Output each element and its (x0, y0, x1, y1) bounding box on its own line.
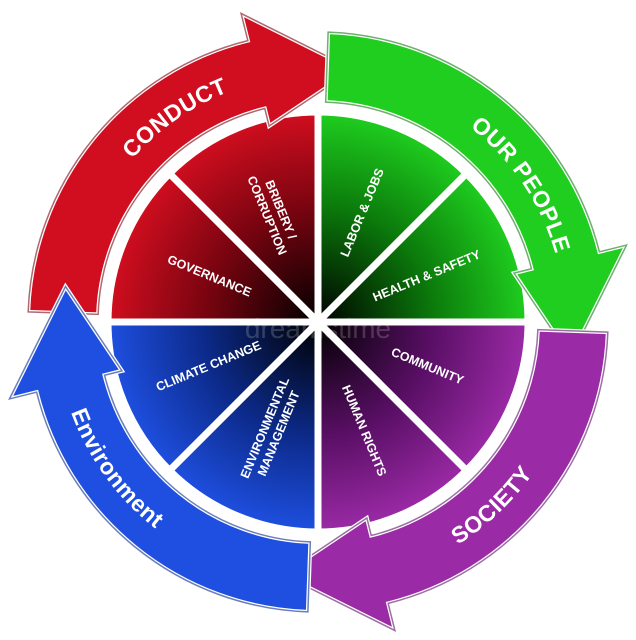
wedge-environmental-management (166, 318, 322, 536)
arrow-outline-our-people (324, 31, 628, 359)
center-hub (313, 317, 323, 327)
arrow-ring (5, 9, 631, 635)
wedge-labor-jobs (314, 108, 470, 326)
wedge-layer (104, 108, 532, 536)
arrow-outline-society (281, 328, 609, 632)
wedge-health-safety (314, 170, 532, 326)
wedge-human-rights (314, 318, 470, 536)
wedge-bribery-corruption (166, 108, 322, 326)
watermark: dreamstime (245, 313, 391, 344)
wedge-climate-change (104, 318, 322, 474)
wedge-governance (104, 170, 322, 326)
arrow-outline-environment (8, 285, 312, 613)
arrow-outline-conduct (27, 12, 355, 316)
wedge-community (314, 318, 532, 474)
